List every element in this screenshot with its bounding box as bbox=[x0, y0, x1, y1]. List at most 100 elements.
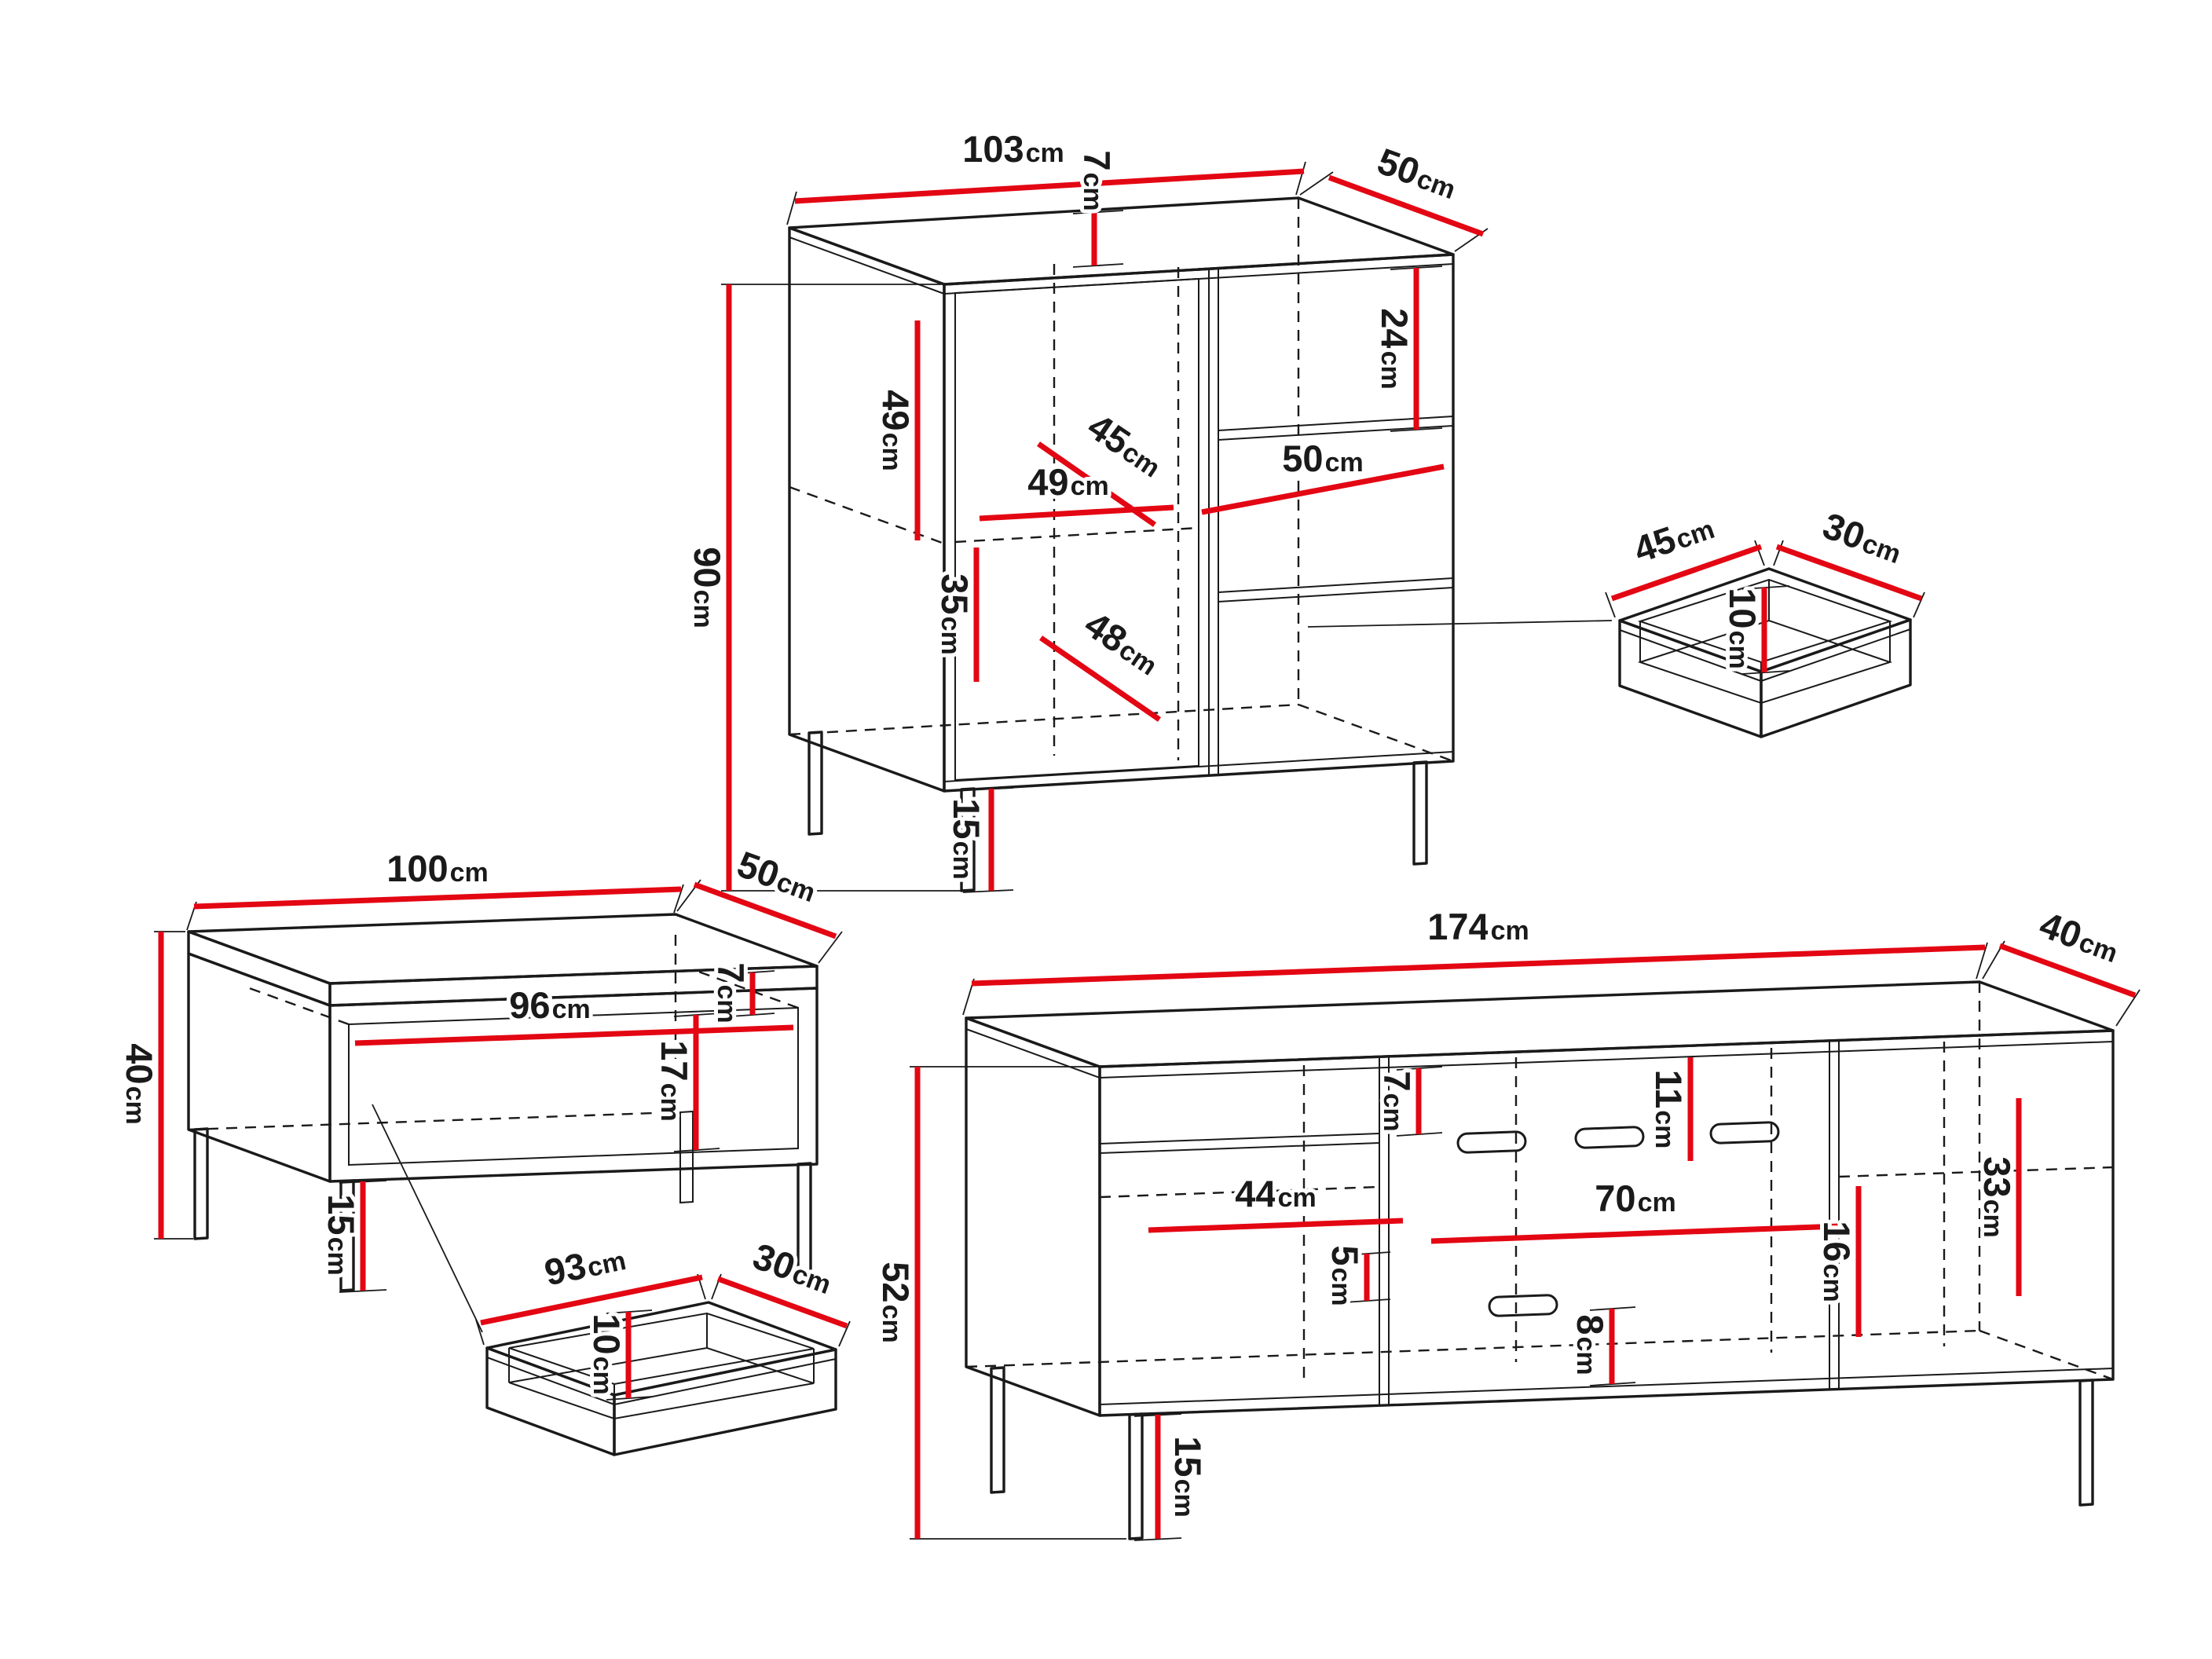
table-top-left-band bbox=[187, 930, 331, 1007]
hidden-shelf-edge bbox=[1838, 1166, 2114, 1178]
coffee-table-drawing: 100cm 50cm 40cm 96cm 7cm 17cm 15cm bbox=[115, 839, 843, 1333]
dim-unit: cm bbox=[1818, 1264, 1848, 1302]
sideboard-height-label: 90cm bbox=[687, 547, 728, 628]
dim-value: 7 bbox=[1076, 150, 1118, 170]
tv-stand-front-face bbox=[1098, 1029, 2115, 1417]
sideboard-width-label: 103cm bbox=[962, 128, 1064, 170]
dim-value: 35 bbox=[934, 573, 976, 614]
dim-unit: cm bbox=[1326, 1268, 1356, 1306]
dim-unit: cm bbox=[1278, 1183, 1317, 1213]
tv-stand-niche-height-label: 16cm bbox=[1816, 1221, 1858, 1302]
extension-line bbox=[1605, 591, 1616, 618]
tv-stand-width-label: 174cm bbox=[1427, 906, 1529, 947]
tv-stand-top-gap-label: 7cm bbox=[1376, 1071, 1418, 1131]
table-leg bbox=[339, 1179, 355, 1292]
dim-value: 33 bbox=[1976, 1156, 2018, 1197]
hidden-shelf-edge bbox=[954, 526, 1199, 544]
tv-stand-leg bbox=[990, 1366, 1005, 1494]
dim-unit: cm bbox=[688, 590, 718, 628]
sideboard-leg bbox=[960, 787, 976, 892]
sideboard-drawing: 103cm 50cm 90cm 7cm 24cm 49cm 45cm 49cm … bbox=[683, 124, 1613, 893]
leader-line-to-large-drawer bbox=[372, 1104, 483, 1333]
drawer-rim-band bbox=[1619, 629, 1762, 682]
tv-stand-leg bbox=[2078, 1379, 2094, 1507]
hidden-shelf-edge bbox=[789, 485, 945, 545]
top-panel-edge bbox=[965, 1028, 1101, 1079]
dim-value: 174 bbox=[1427, 906, 1489, 947]
dim-unit: cm bbox=[584, 1246, 628, 1283]
extension-line bbox=[1299, 171, 1334, 196]
drawer-front-face bbox=[1760, 618, 1912, 738]
dim-unit: cm bbox=[1571, 1337, 1601, 1375]
drawer-floor bbox=[508, 1346, 815, 1420]
dim-unit: cm bbox=[712, 985, 742, 1024]
dim-unit: cm bbox=[1859, 529, 1905, 570]
dim-value: 7 bbox=[710, 962, 752, 983]
dim-unit: cm bbox=[2075, 928, 2122, 969]
tv-stand-depth-label: 40cm bbox=[2034, 903, 2125, 970]
dim-value: 40 bbox=[119, 1043, 160, 1084]
dim-line-width bbox=[480, 1274, 703, 1326]
dim-value: 52 bbox=[875, 1262, 917, 1302]
tv-stand-bottom-gap-label: 5cm bbox=[1324, 1245, 1366, 1306]
tv-stand-leg-label: 15cm bbox=[1167, 1436, 1209, 1517]
dim-line-depth bbox=[693, 881, 837, 939]
sideboard-leg bbox=[808, 731, 823, 836]
dim-line-width bbox=[794, 168, 1305, 204]
sideboard-leg-label: 15cm bbox=[946, 798, 987, 879]
dim-line-depth bbox=[716, 1276, 848, 1329]
left-door-edge bbox=[1099, 1142, 1380, 1154]
large-drawer-width-label: 93cm bbox=[540, 1236, 628, 1293]
dim-unit: cm bbox=[1378, 1093, 1408, 1132]
sideboard-drawer-front-label: 24cm bbox=[1374, 308, 1415, 389]
dim-line-drawer-inner-width bbox=[1201, 463, 1445, 515]
dim-line-left-inner-width bbox=[1148, 1218, 1404, 1233]
dim-value: 45 bbox=[1628, 518, 1681, 570]
dim-line-niche-width bbox=[1430, 1223, 1840, 1244]
dim-unit: cm bbox=[1071, 471, 1109, 501]
drawer-separator bbox=[1218, 577, 1454, 593]
tv-stand-top-face bbox=[965, 980, 2115, 1068]
coffee-table-width-label: 100cm bbox=[386, 848, 489, 889]
drawer-rim bbox=[485, 1301, 837, 1397]
tv-stand-left-face bbox=[965, 1016, 1101, 1417]
dim-value: 15 bbox=[320, 1194, 362, 1235]
dim-unit: cm bbox=[450, 858, 489, 888]
coffee-table-depth-label: 50cm bbox=[732, 843, 822, 910]
dim-value: 15 bbox=[1167, 1436, 1209, 1477]
drawer-rim-band bbox=[486, 1357, 615, 1405]
extension-line bbox=[962, 889, 1014, 893]
dim-line-door-inner-width bbox=[979, 504, 1174, 522]
hidden-edge bbox=[965, 1329, 1980, 1368]
dim-unit: cm bbox=[655, 1083, 685, 1122]
hidden-edge bbox=[1298, 703, 1454, 763]
dim-value: 17 bbox=[654, 1040, 695, 1081]
sideboard-drawer-inner-width-label: 50cm bbox=[1282, 438, 1363, 479]
bottom-panel-edge bbox=[1099, 1368, 2114, 1405]
dim-value: 10 bbox=[586, 1313, 628, 1354]
large-drawer-depth-label: 30cm bbox=[748, 1235, 838, 1302]
dim-value: 49 bbox=[875, 390, 917, 430]
table-leg bbox=[797, 1162, 812, 1275]
tv-stand-niche-width-label: 70cm bbox=[1595, 1177, 1675, 1219]
extension-line bbox=[1913, 591, 1925, 618]
extension-line bbox=[1295, 161, 1306, 196]
dim-unit: cm bbox=[1491, 916, 1529, 946]
dim-unit: cm bbox=[1413, 164, 1459, 206]
sideboard-top-rail-label: 7cm bbox=[1076, 150, 1118, 211]
vent-slot bbox=[1456, 1130, 1527, 1154]
tv-stand-left-inner-width-label: 44cm bbox=[1235, 1173, 1316, 1214]
dim-value: 16 bbox=[1816, 1221, 1858, 1262]
large-drawer-drawing: 93cm 30cm 10 cm bbox=[475, 1231, 851, 1456]
dim-value: 44 bbox=[1235, 1173, 1276, 1214]
small-drawer-width-label: 45cm bbox=[1628, 505, 1719, 571]
vent-slot bbox=[1488, 1294, 1558, 1317]
sideboard-door-panel bbox=[954, 277, 1199, 782]
extension-line bbox=[475, 1319, 485, 1346]
extension-line bbox=[1976, 942, 1988, 980]
dim-line-lower-inner-depth bbox=[1039, 635, 1161, 722]
hidden-edge bbox=[188, 1111, 676, 1131]
dim-unit: cm bbox=[1650, 1110, 1679, 1148]
dim-unit: cm bbox=[773, 867, 819, 909]
